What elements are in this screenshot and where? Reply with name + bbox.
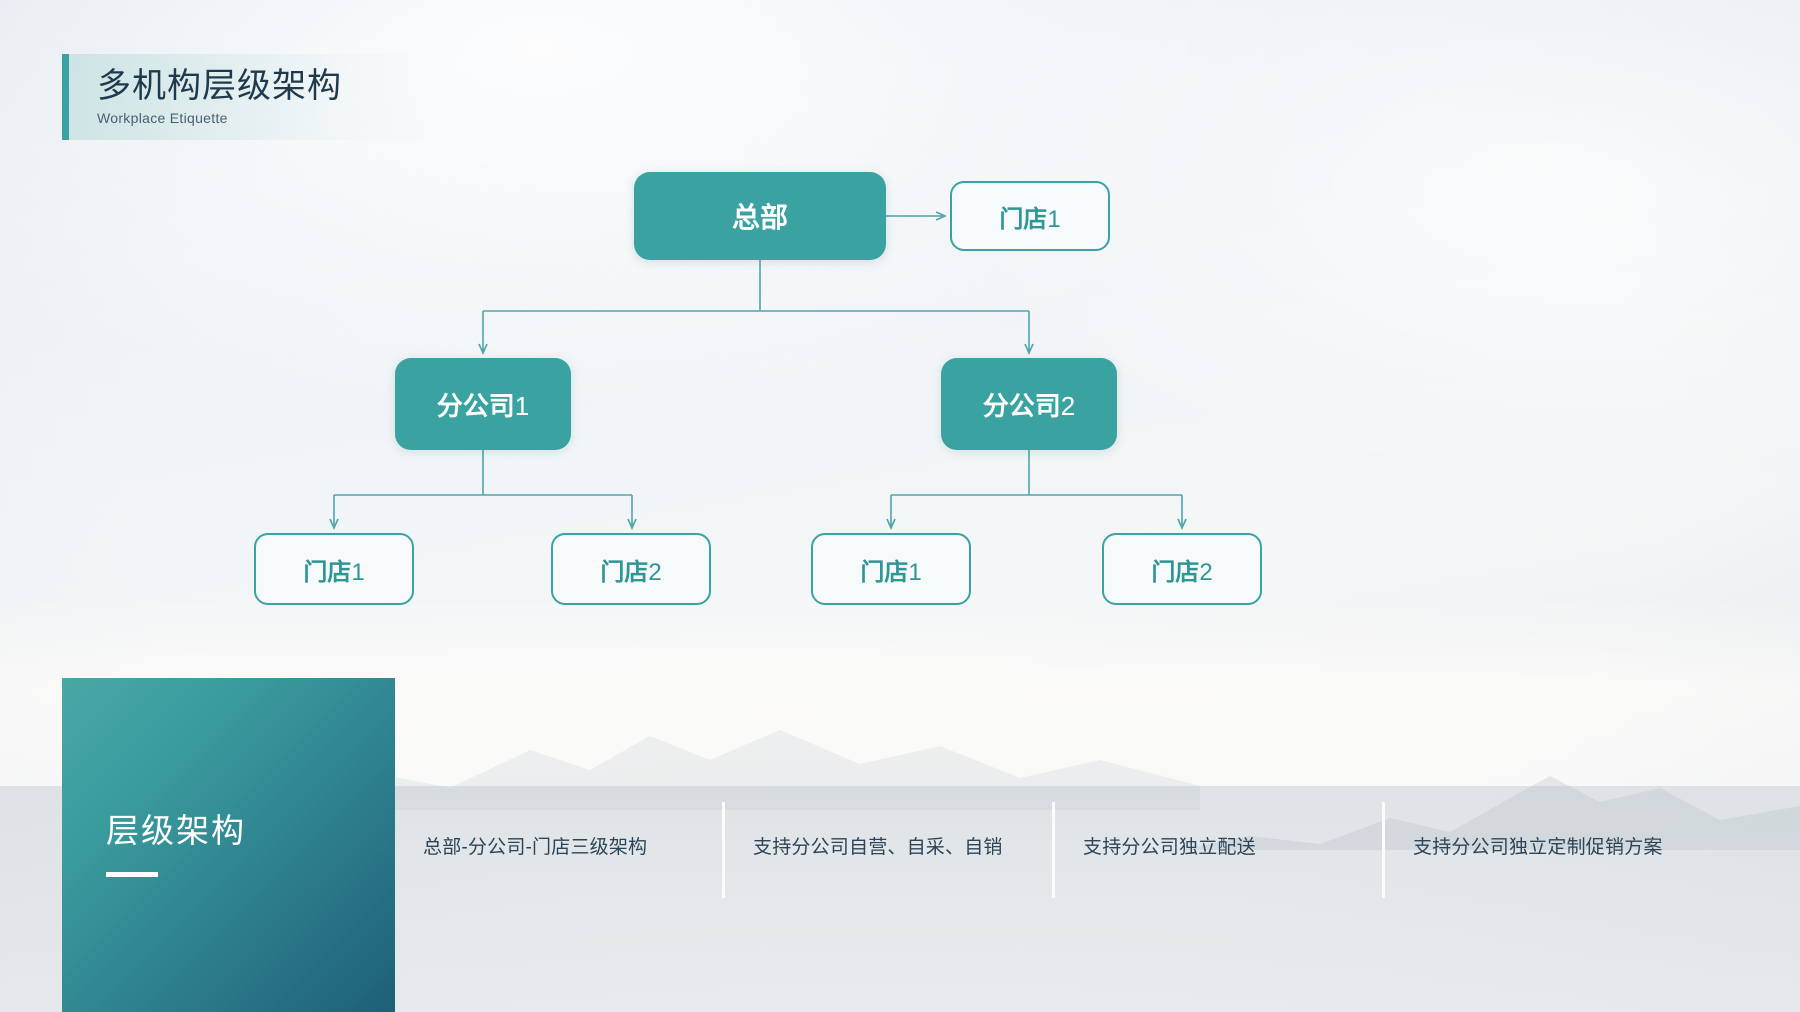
org-node-label-num: 2 <box>1060 390 1076 421</box>
title-band: 多机构层级架构 Workplace Etiquette <box>69 54 462 140</box>
feature-divider <box>722 802 725 898</box>
org-node-label-cn: 门店 <box>999 205 1048 233</box>
org-node-label-cn: 门店 <box>1151 558 1200 586</box>
org-node-label-num: 1 <box>514 390 530 421</box>
feature-item: 支持分公司自营、自采、自销 <box>725 802 1055 898</box>
feature-divider <box>1052 802 1055 898</box>
feature-text: 总部-分公司-门店三级架构 <box>423 837 648 858</box>
summary-panel-title: 层级架构 <box>106 812 246 850</box>
org-node-label: 总部 <box>732 196 788 236</box>
summary-panel: 层级架构 <box>62 678 395 1012</box>
org-node-root[interactable]: 总部 <box>634 172 886 260</box>
feature-item: 总部-分公司-门店三级架构 <box>395 802 725 898</box>
feature-item: 支持分公司独立配送 <box>1055 802 1385 898</box>
org-node-label-cn: 门店 <box>860 558 909 586</box>
org-node-label-num: 2 <box>648 558 662 586</box>
org-node-label-cn: 门店 <box>303 558 352 586</box>
org-chart-connectors <box>329 211 1187 530</box>
feature-divider <box>1382 802 1385 898</box>
feature-text: 支持分公司独立配送 <box>1083 837 1256 858</box>
org-node-label-cn: 分公司 <box>436 390 515 421</box>
feature-item: 支持分公司独立定制促销方案 <box>1385 830 1715 866</box>
page-title: 多机构层级架构 <box>97 66 342 105</box>
org-node-label-num: 1 <box>908 558 922 586</box>
org-node-label-cn: 门店 <box>600 558 649 586</box>
org-node-label-cn: 分公司 <box>982 390 1061 421</box>
feature-list: 总部-分公司-门店三级架构 支持分公司自营、自采、自销 支持分公司独立配送 支持… <box>395 802 1800 960</box>
summary-panel-underline <box>106 871 158 877</box>
mountain-silhouette-left-icon <box>300 690 1200 810</box>
feature-text: 支持分公司独立定制促销方案 <box>1413 837 1663 858</box>
feature-text: 支持分公司自营、自采、自销 <box>753 837 1003 858</box>
org-node-label-cn: 总部 <box>731 202 788 233</box>
slide-title-block: 多机构层级架构 Workplace Etiquette <box>62 54 462 140</box>
org-node-label-num: 1 <box>351 558 365 586</box>
page-subtitle: Workplace Etiquette <box>97 110 228 127</box>
org-node-label-num: 2 <box>1199 558 1213 586</box>
org-node-label-num: 1 <box>1047 205 1061 233</box>
mountain-silhouette-right-icon <box>1180 740 1800 850</box>
title-accent-bar <box>62 54 69 140</box>
